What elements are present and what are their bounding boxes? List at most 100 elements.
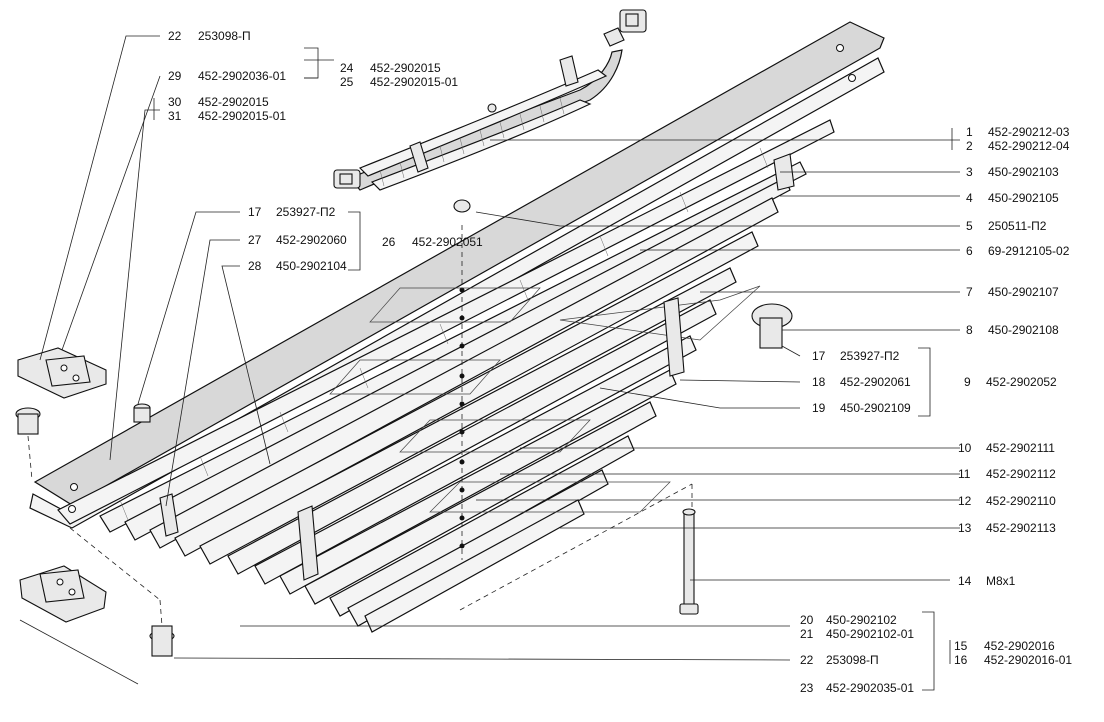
part-code: 450-2902109	[840, 401, 911, 415]
callout-number: 1	[966, 125, 973, 139]
callout-22b: 22 253098-П	[800, 653, 879, 667]
callout-number: 20	[800, 613, 814, 627]
part-code: 452-2902015-01	[370, 75, 458, 89]
callout-11: 11 452-2902112	[958, 467, 1056, 481]
callout-number: 18	[812, 375, 826, 389]
callout-number: 10	[958, 441, 972, 455]
part-code: 452-2902111	[986, 441, 1055, 455]
callout-24: 24 452-2902015	[340, 61, 441, 75]
part-code: 452-2902015	[198, 95, 269, 109]
callout-4: 4 450-2902105	[966, 191, 1059, 205]
part-code: 452-2902015	[370, 61, 441, 75]
part-code: 452-2902016	[984, 639, 1055, 653]
callout-number: 3	[966, 165, 973, 179]
part-code: 452-2902061	[840, 375, 911, 389]
callout-number: 9	[964, 375, 971, 389]
loose-hardware	[15, 199, 793, 657]
part-code: 450-2902103	[988, 165, 1059, 179]
callout-14: 14 М8х1	[958, 574, 1016, 588]
callout-number: 29	[168, 69, 182, 83]
callout-number: 12	[958, 494, 972, 508]
assembled-spring-drawing	[333, 9, 647, 191]
part-code: 253927-П2	[840, 349, 900, 363]
callout-number: 16	[954, 653, 968, 667]
callout-6: 6 69-2912105-02	[966, 244, 1070, 258]
callout-number: 22	[168, 29, 182, 43]
part-code: 253927-П2	[276, 205, 336, 219]
spring-leaves-exploded	[29, 21, 885, 633]
callout-number: 2	[966, 139, 973, 153]
callout-1: 1 452-290212-03	[966, 125, 1070, 139]
callout-number: 21	[800, 627, 814, 641]
part-code: 253098-П	[198, 29, 251, 43]
callout-number: 15	[954, 639, 968, 653]
part-code: 69-2912105-02	[988, 244, 1070, 258]
callout-number: 22	[800, 653, 814, 667]
part-code: 452-2902035-01	[826, 681, 914, 695]
part-code: 450-2902105	[988, 191, 1059, 205]
callout-23: 23 452-2902035-01	[800, 681, 914, 695]
callout-5: 5 250511-П2	[966, 219, 1047, 233]
callout-22a: 22 253098-П	[168, 29, 251, 43]
callout-19: 19 450-2902109	[812, 401, 911, 415]
part-code: 452-2902110	[986, 494, 1056, 508]
callout-15: 15 452-2902016	[954, 639, 1055, 653]
callout-13: 13 452-2902113	[958, 521, 1056, 535]
callout-number: 31	[168, 109, 182, 123]
callout-25: 25 452-2902015-01	[340, 75, 458, 89]
part-code: 452-2902060	[276, 233, 347, 247]
callout-number: 6	[966, 244, 973, 258]
part-code: 452-2902015-01	[198, 109, 286, 123]
assembly-lines	[27, 435, 693, 627]
callout-number: 23	[800, 681, 814, 695]
callout-number: 13	[958, 521, 972, 535]
callout-number: 28	[248, 259, 262, 273]
callout-number: 30	[168, 95, 182, 109]
callout-7: 7 450-2902107	[966, 285, 1059, 299]
part-code: М8х1	[986, 574, 1016, 588]
callout-number: 14	[958, 574, 972, 588]
callout-number: 17	[248, 205, 262, 219]
part-code: 450-2902107	[988, 285, 1059, 299]
leader-lines	[19, 35, 960, 685]
callout-21: 21 450-2902102-01	[800, 627, 914, 641]
callout-18: 18 452-2902061	[812, 375, 911, 389]
callout-number: 7	[966, 285, 973, 299]
part-code: 450-2902104	[276, 259, 347, 273]
callout-17a: 17 253927-П2	[248, 205, 336, 219]
callout-number: 26	[382, 235, 396, 249]
brackets	[153, 47, 953, 691]
callout-30: 30 452-2902015	[168, 95, 269, 109]
part-code: 452-2902113	[986, 521, 1056, 535]
part-code: 452-290212-04	[988, 139, 1070, 153]
callout-16: 16 452-2902016-01	[954, 653, 1072, 667]
part-code: 452-2902052	[986, 375, 1057, 389]
part-code: 250511-П2	[988, 219, 1047, 233]
center-bolt-column	[329, 225, 761, 560]
part-code: 450-2902102-01	[826, 627, 914, 641]
part-code: 452-2902051	[412, 235, 483, 249]
callout-10: 10 452-2902111	[958, 441, 1055, 455]
part-code: 450-2902108	[988, 323, 1059, 337]
callout-12: 12 452-2902110	[958, 494, 1056, 508]
part-code: 452-2902016-01	[984, 653, 1072, 667]
callout-number: 4	[966, 191, 973, 205]
callout-26: 26 452-2902051	[382, 235, 483, 249]
callout-number: 11	[958, 467, 971, 481]
callout-9: 9 452-2902052	[964, 375, 1057, 389]
callout-number: 19	[812, 401, 826, 415]
part-code: 452-2902112	[986, 467, 1056, 481]
callout-number: 25	[340, 75, 354, 89]
callout-number: 5	[966, 219, 973, 233]
callout-number: 27	[248, 233, 262, 247]
callout-number: 24	[340, 61, 354, 75]
callout-28: 28 450-2902104	[248, 259, 347, 273]
part-code: 253098-П	[826, 653, 879, 667]
part-code: 452-290212-03	[988, 125, 1070, 139]
callout-27: 27 452-2902060	[248, 233, 347, 247]
callout-2: 2 452-290212-04	[966, 139, 1070, 153]
